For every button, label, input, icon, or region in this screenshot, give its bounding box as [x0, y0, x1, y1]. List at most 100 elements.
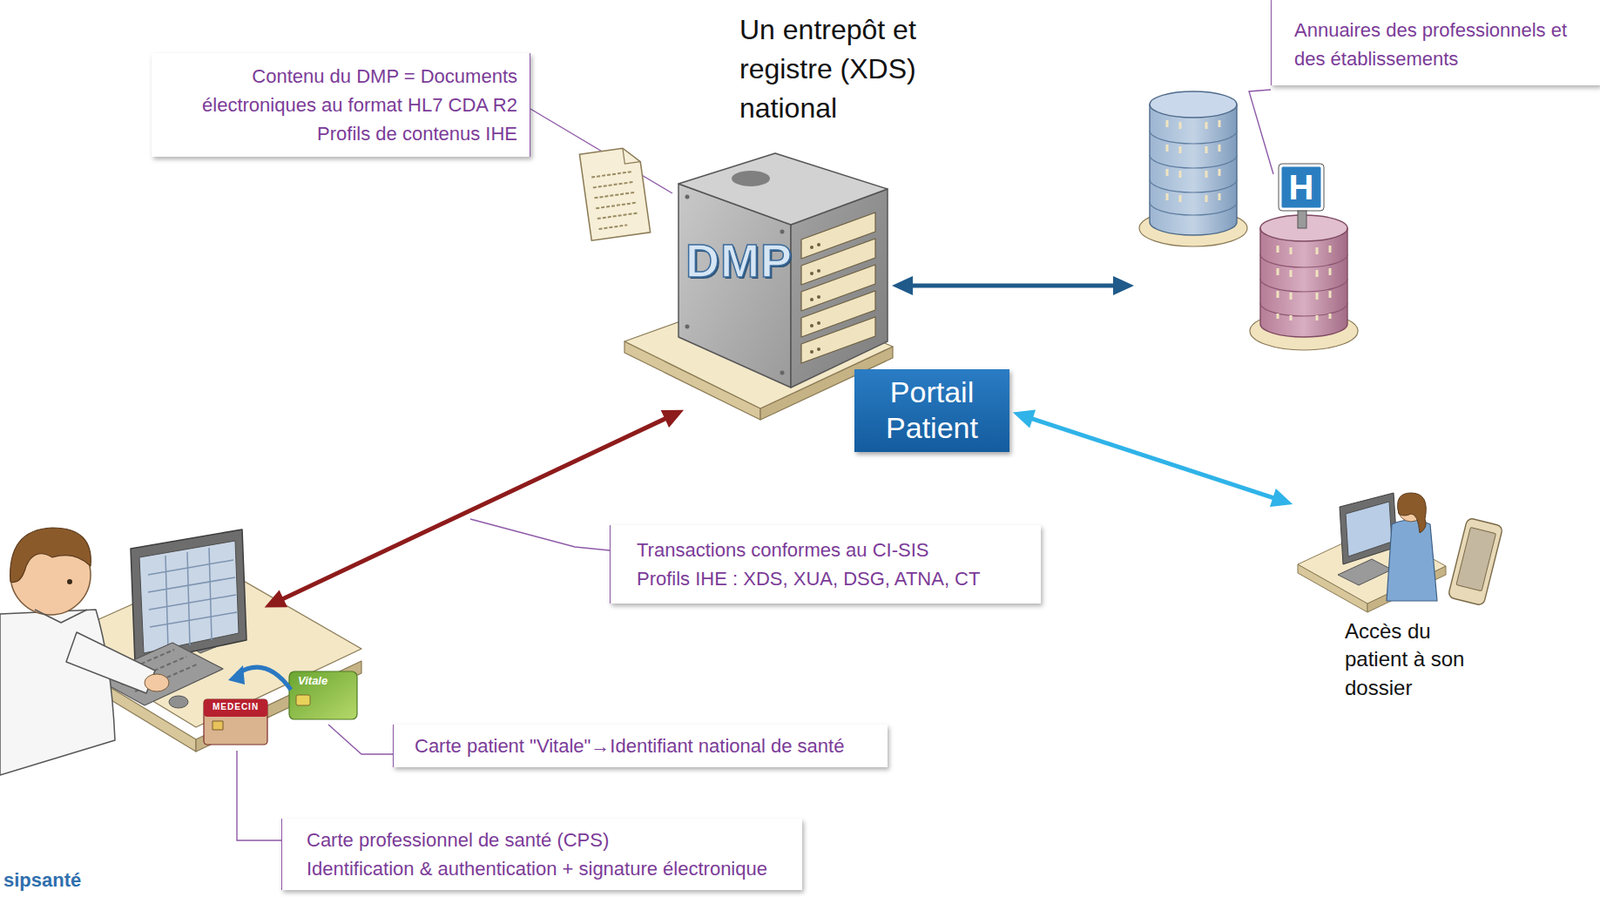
connector-line [907, 283, 1119, 289]
monitor [130, 529, 247, 664]
patient-node: Accès du patient à son dossier [1296, 492, 1500, 610]
leader-line [236, 750, 282, 841]
doctor-node: MEDECINVitale [0, 520, 262, 776]
callout-box: Annuaires des professionnels et des étab… [1270, 0, 1600, 86]
node-text: Profils IHE : XDS, XUA, DSG, ATNA, CT [636, 564, 980, 594]
keyboard [1337, 559, 1392, 586]
drive-bays [801, 212, 876, 364]
document-fold [622, 146, 641, 164]
arrowhead [1269, 488, 1293, 507]
insert-arrowhead [228, 665, 245, 685]
logo-text: sipsanté [3, 869, 82, 892]
illustration-detail [810, 350, 814, 354]
server-illustration [624, 153, 893, 420]
node-text: Annuaires des professionnels et des étab… [1294, 15, 1594, 74]
node-text: Accès du patient à son dossier [1344, 617, 1493, 703]
connector-arrow [891, 276, 1135, 296]
cylinder-top [1149, 91, 1237, 118]
node-text: Transactions conformes au CI-SIS [636, 535, 980, 565]
illustration-detail [685, 195, 690, 200]
drive-leds [810, 243, 821, 354]
coat [0, 609, 115, 776]
arrowhead [661, 410, 684, 428]
illustration-detail [810, 245, 814, 250]
illustration-detail [810, 271, 814, 276]
hair [10, 527, 92, 583]
node-text: Portail Patient [866, 374, 998, 447]
mouse [168, 695, 189, 709]
illustration-detail [810, 324, 814, 328]
hand [144, 674, 169, 692]
monitor-screen [1345, 501, 1392, 557]
cps-card-band [203, 699, 268, 717]
leader-line [470, 519, 610, 551]
arrowhead [264, 589, 288, 608]
card-chip [296, 695, 311, 706]
database-cylinder [1149, 104, 1237, 236]
illustration-detail [816, 269, 821, 273]
eye [67, 579, 73, 585]
leader-lines [236, 89, 1274, 841]
node-text: MEDECIN [212, 702, 259, 712]
disk-slots [1277, 245, 1330, 321]
node-text: Carte patient "Vitale"→Identifiant natio… [414, 731, 844, 761]
illustration-detail [816, 321, 821, 325]
illustration-detail [810, 297, 814, 302]
leader-line [1248, 89, 1274, 175]
callout-box: Carte professionnel de santé (CPS)Identi… [281, 818, 803, 891]
node-text: Carte professionnel de santé (CPS) [306, 825, 768, 855]
monitor [1339, 492, 1398, 565]
illustration-detail [780, 229, 785, 235]
patient-hair [1397, 492, 1427, 534]
card-chip [212, 721, 223, 730]
node-text: Profils de contenus IHE [168, 119, 518, 149]
connector-arrow [1012, 410, 1293, 507]
arrowhead [891, 276, 913, 296]
phone [1447, 517, 1503, 606]
directory-databases [1139, 91, 1358, 351]
monitor-screen [139, 540, 239, 654]
hospital-sign [1280, 165, 1323, 210]
node-text: Vitale [297, 674, 328, 688]
phone-screen [1456, 526, 1497, 591]
cylinder-bands [1149, 130, 1237, 216]
vitale-card [289, 671, 358, 720]
database-cylinder [1260, 228, 1348, 338]
document-lines [591, 171, 641, 230]
illustration-detail [816, 347, 821, 352]
phone-body [1447, 517, 1503, 606]
cps-card [203, 699, 268, 745]
hospital-sign-outline [1278, 163, 1324, 211]
illustration-detail [816, 295, 821, 299]
arm [66, 632, 156, 694]
connector-line [1027, 417, 1278, 500]
insert-arrow [236, 667, 291, 690]
arrowhead [1113, 276, 1135, 296]
patient-illustration [1297, 492, 1504, 613]
arrowhead [1012, 410, 1036, 429]
screen-grid [148, 547, 237, 650]
directory-node: H [1137, 87, 1357, 352]
callout-box: Transactions conformes au CI-SISProfils … [609, 525, 1041, 604]
node-text: Contenu du DMP = Documents électroniques… [168, 61, 518, 120]
collar [34, 609, 88, 623]
server-top [678, 153, 888, 225]
patient-body [1386, 519, 1438, 601]
document-page [579, 146, 650, 241]
node-text: Identification & authentication + signat… [306, 854, 768, 884]
node-text: DMP [685, 233, 793, 288]
portal-box: Portail Patient [854, 369, 1010, 453]
drive-bay [801, 317, 876, 364]
disk-slots [1167, 120, 1220, 218]
illustration-detail [780, 371, 785, 376]
doctor-illustration [0, 527, 362, 776]
leader-line [328, 724, 393, 755]
server-mark [731, 170, 770, 187]
node-text: Un entrepôt et registre (XDS) national [739, 10, 975, 128]
cylinder-bands [1260, 254, 1348, 317]
node-text: H [1280, 165, 1323, 210]
illustration-detail [685, 324, 690, 330]
callout-box: Carte patient "Vitale"→Identifiant natio… [392, 724, 888, 768]
callout-box: Contenu du DMP = Documents électroniques… [151, 53, 531, 157]
